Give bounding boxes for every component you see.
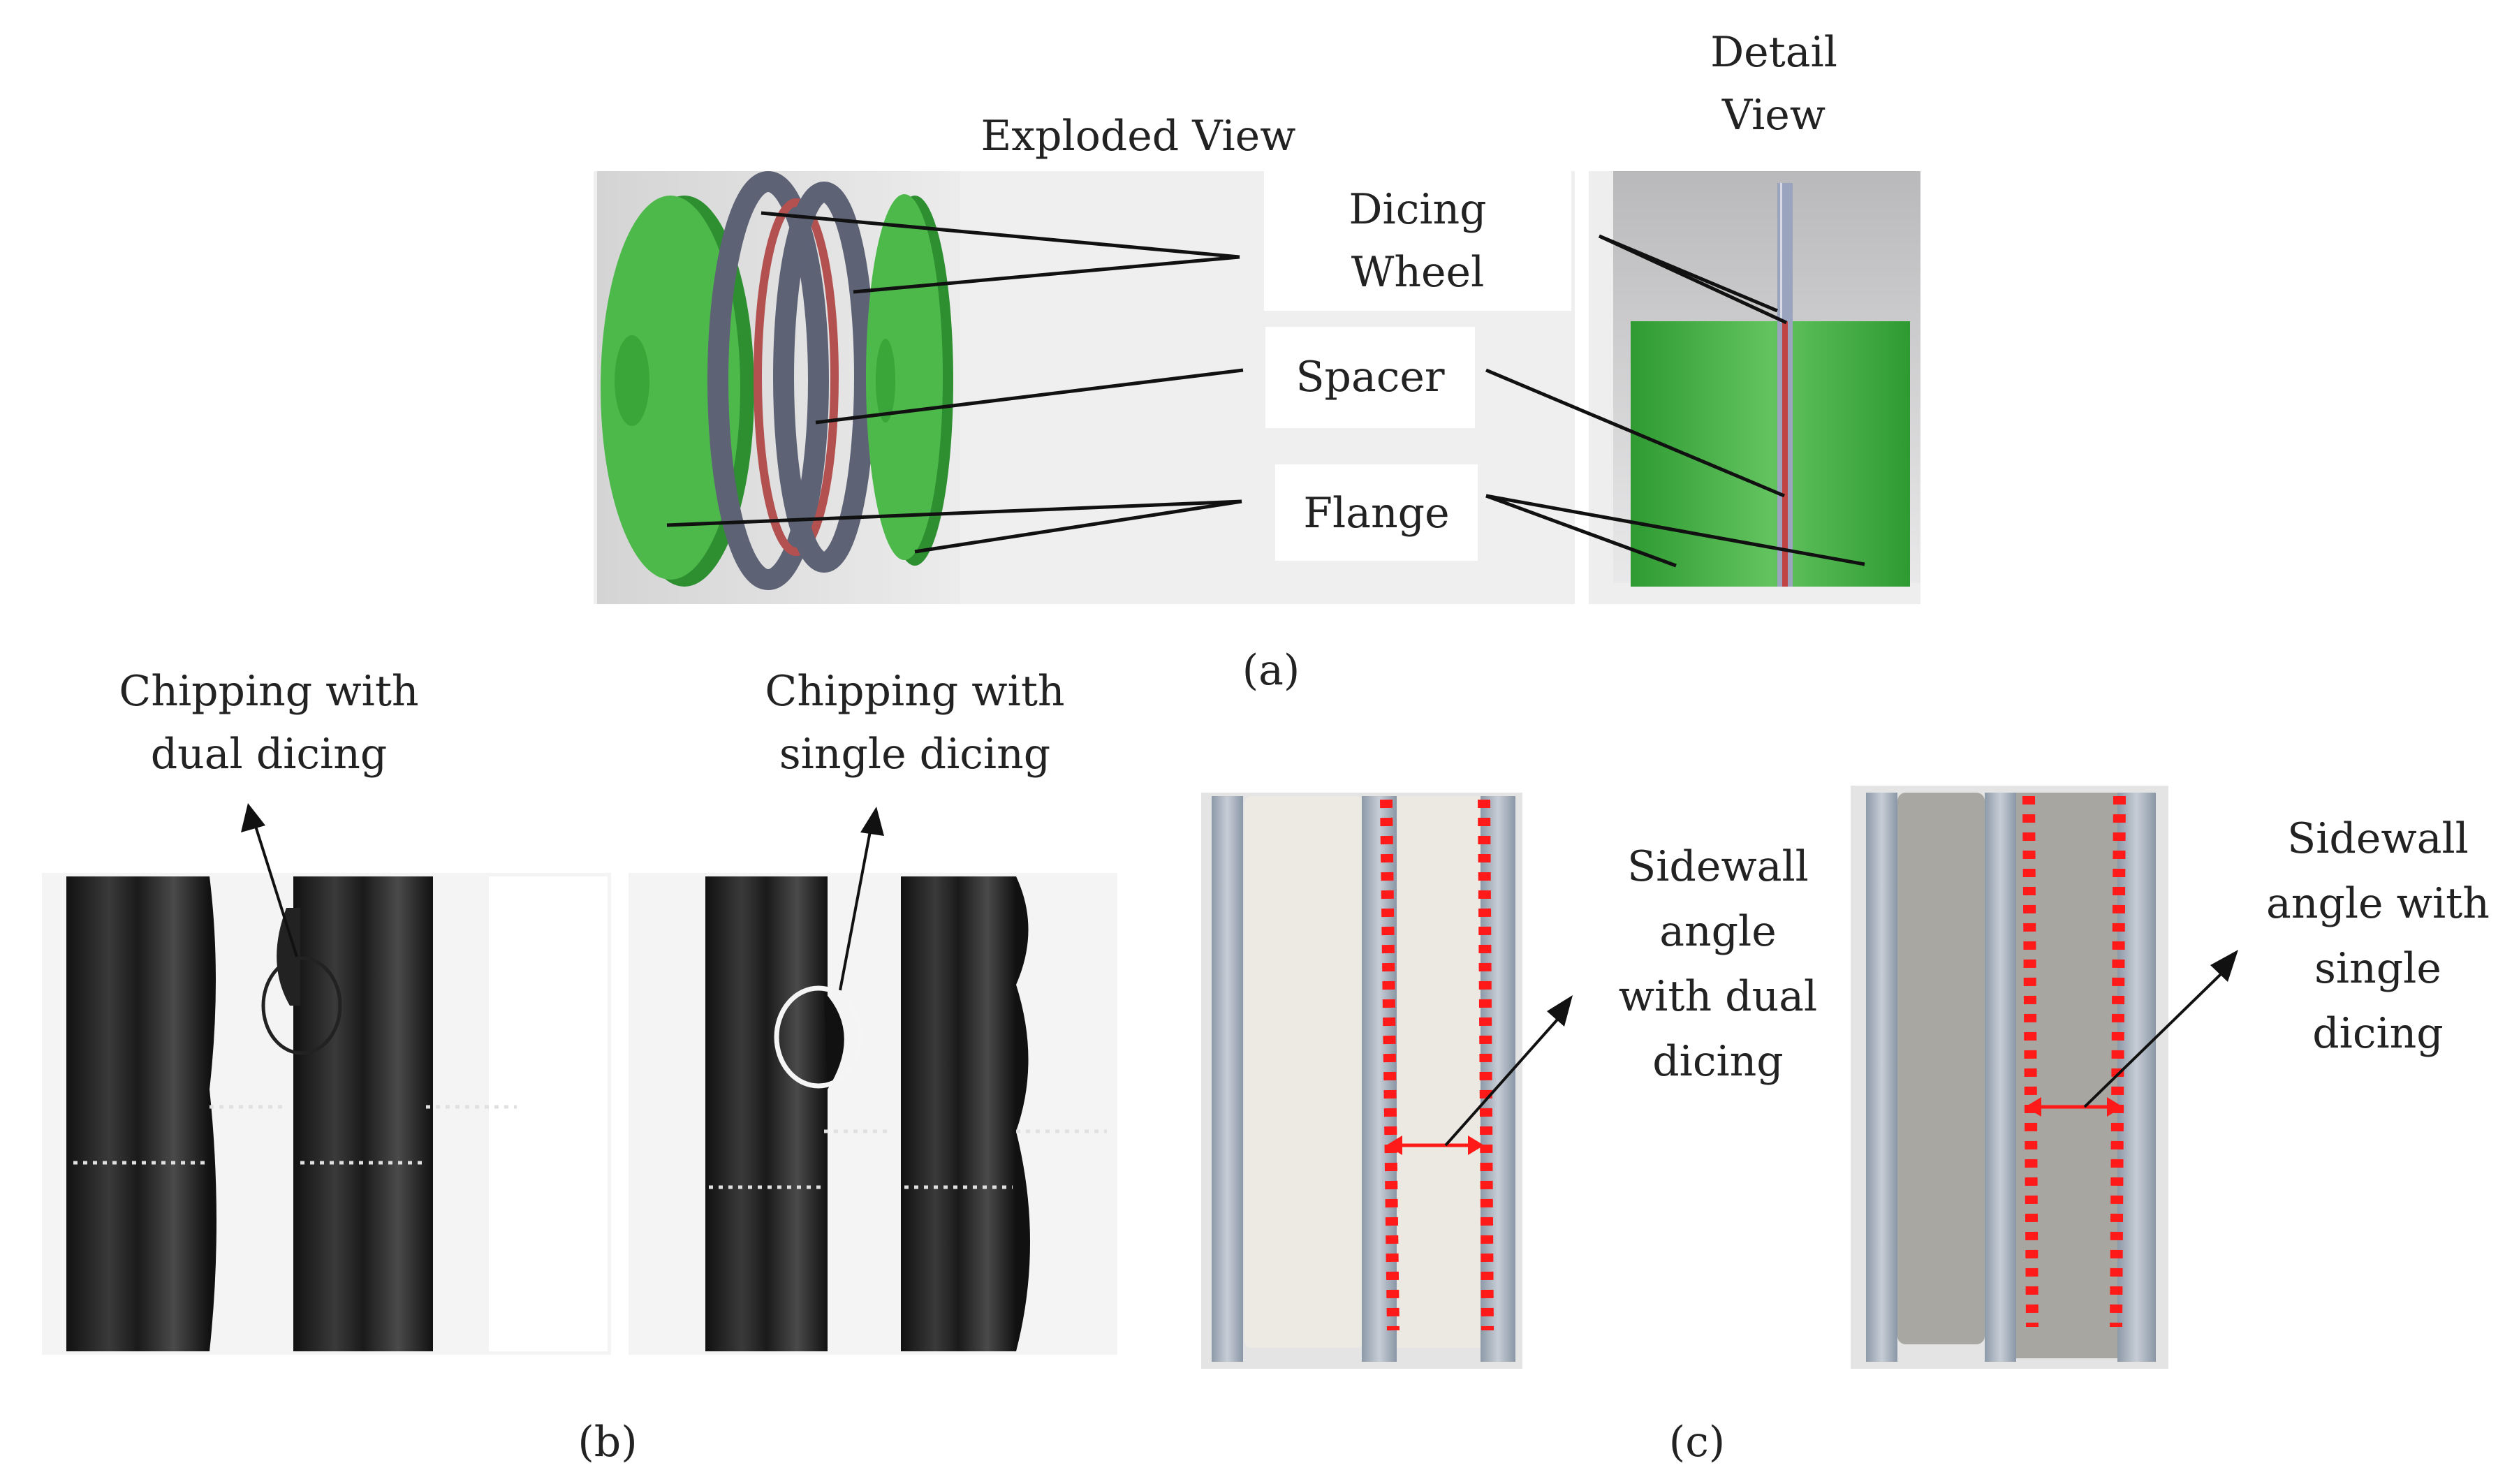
single-kerf-left-chip xyxy=(824,992,844,1089)
flange-label: Flange xyxy=(1303,489,1450,538)
dual-kerf-left-edge xyxy=(210,876,216,1351)
single-red-dotted-left xyxy=(2022,795,2038,1328)
caption-a: (a) xyxy=(1242,646,1300,695)
dual-chip-circle xyxy=(261,956,342,1055)
sidewall-dual-label: Sidewall angle with dual dicing xyxy=(1618,842,1818,1086)
dual-sidewall-arrow-line xyxy=(1444,1018,1559,1147)
dual-white-strip xyxy=(489,876,608,1351)
single-wafer-left xyxy=(1866,793,1897,1362)
spacer-ring xyxy=(754,198,839,556)
detail-flange-block xyxy=(1631,321,1910,587)
dicing-wheel-label: Dicing Wheel xyxy=(1349,185,1487,297)
caption-c: (c) xyxy=(1668,1418,1726,1467)
right-flange-hub xyxy=(876,339,895,423)
single-red-dotted-right xyxy=(2110,795,2126,1328)
dual-trench xyxy=(1397,796,1481,1348)
single-wafer-mid xyxy=(1985,793,2016,1362)
dual-sidewall-arrow-head xyxy=(1547,995,1573,1027)
dicing-wheel-ring-1 xyxy=(707,171,829,590)
dual-chip-arrow-head xyxy=(241,803,265,832)
dual-width-arrow-l xyxy=(1386,1136,1402,1155)
dual-die-surface xyxy=(1244,796,1363,1348)
single-kerf-left xyxy=(705,876,828,1351)
flange-label-box xyxy=(1275,464,1478,561)
detail-spacer-line xyxy=(1782,321,1788,587)
dual-kerf-left xyxy=(66,876,210,1351)
exploded-view-title: Exploded View xyxy=(980,112,1296,161)
single-dotted-markers xyxy=(709,1129,1107,1189)
spacer-label: Spacer xyxy=(1295,353,1445,402)
detail-wheel-shaft xyxy=(1780,183,1782,323)
single-width-arrow-l xyxy=(2025,1097,2041,1117)
single-chip-arrow-line xyxy=(839,827,872,991)
left-flange-hub xyxy=(615,335,649,426)
dual-red-dotted-left xyxy=(1380,799,1400,1331)
dual-chip-arrow-line xyxy=(254,823,298,957)
single-wafer-right xyxy=(2117,793,2156,1362)
dual-dotted-markers xyxy=(73,1105,517,1165)
dual-width-arrow-r xyxy=(1468,1136,1484,1155)
dual-chip xyxy=(277,908,300,1006)
single-chip-circle xyxy=(774,985,863,1089)
single-kerf-right-edge xyxy=(1016,876,1030,1351)
dual-red-dotted-right xyxy=(1478,799,1494,1331)
sidewall-single-label: Sidewall angle with single dicing xyxy=(2266,814,2490,1058)
dual-wafer-left xyxy=(1212,796,1243,1362)
single-sidewall-arrow-head xyxy=(2210,950,2238,982)
caption-b: (b) xyxy=(578,1418,638,1467)
dual-kerf-right xyxy=(293,876,433,1351)
leader-lines xyxy=(666,211,1865,568)
single-sidewall-arrow-line xyxy=(2083,973,2222,1108)
detail-view-title: Detail View xyxy=(1710,28,1837,140)
spacer-label-box xyxy=(1265,327,1475,428)
dicing-wheel-ring-2 xyxy=(773,182,875,573)
single-width-arrow-r xyxy=(2107,1097,2123,1117)
single-die-surface xyxy=(1897,793,1985,1344)
single-kerf-right xyxy=(901,876,1016,1351)
chipping-dual-label: Chipping with dual dicing xyxy=(119,667,419,779)
dicing-wheel-label-box xyxy=(1264,171,1571,311)
single-chip-arrow-head xyxy=(860,807,884,836)
left-flange xyxy=(601,196,740,580)
chipping-single-label: Chipping with single dicing xyxy=(765,667,1065,779)
